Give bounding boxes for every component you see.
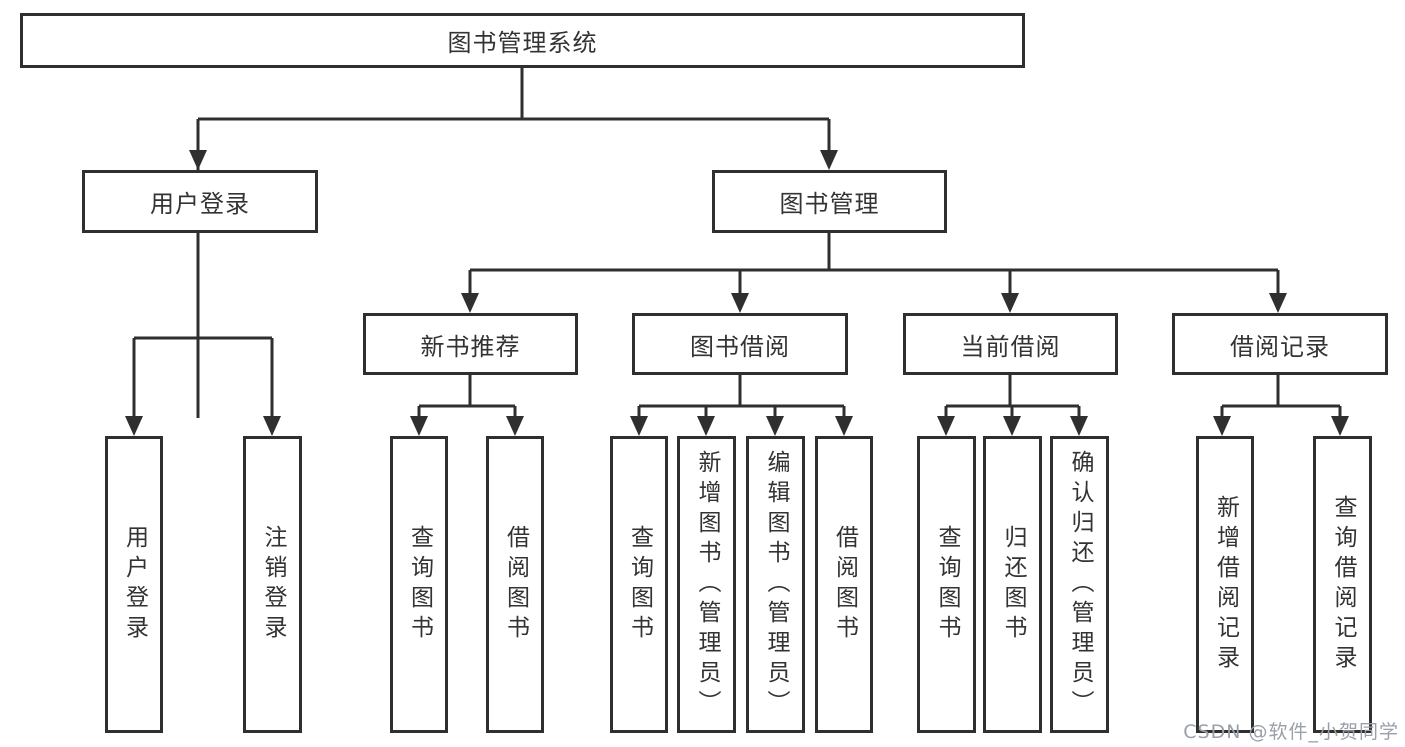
node-label: 借阅记录 — [1230, 332, 1330, 361]
leaf-label: 借阅图书 — [502, 524, 529, 645]
node-library-system-root: 图书管理系统 — [20, 13, 1025, 68]
leaf-label: 确认归还（管理员） — [1067, 449, 1093, 720]
node-borrow-record: 借阅记录 — [1172, 313, 1388, 375]
arrowhead-icon — [835, 416, 853, 436]
node-label: 图书管理 — [779, 190, 880, 218]
node-label: 新书推荐 — [420, 332, 521, 361]
leaf-query-book-3: 查询图书 — [917, 436, 976, 733]
arrowhead-icon — [697, 416, 715, 436]
node-label: 图书管理系统 — [447, 29, 598, 57]
arrowhead-icon — [1001, 293, 1019, 313]
leaf-add-book-admin: 新增图书（管理员） — [677, 436, 736, 733]
leaf-label: 新增图书（管理员） — [694, 449, 720, 720]
leaf-add-borrow-record: 新增借阅记录 — [1196, 436, 1254, 733]
arrowhead-icon — [1213, 416, 1231, 436]
arrowhead-icon — [1331, 416, 1349, 436]
leaf-query-book-1: 查询图书 — [390, 436, 448, 733]
node-label: 图书借阅 — [690, 332, 790, 361]
leaf-borrow-book-1: 借阅图书 — [486, 436, 544, 733]
arrowhead-icon — [461, 293, 479, 313]
leaf-label: 新增借阅记录 — [1212, 494, 1239, 675]
leaf-label: 编辑图书（管理员） — [763, 449, 789, 720]
node-new-book-recommend: 新书推荐 — [363, 313, 578, 375]
connector-new-book-group — [417, 375, 517, 418]
arrowhead-icon — [189, 150, 207, 170]
node-book-management: 图书管理 — [712, 170, 947, 233]
arrowhead-icon — [506, 416, 524, 436]
leaf-user-login: 用户登录 — [105, 436, 163, 733]
leaf-borrow-book-2: 借阅图书 — [815, 436, 873, 733]
arrowhead-icon — [263, 416, 281, 436]
connector-current-borrow-group — [944, 375, 1081, 418]
node-label: 用户登录 — [150, 190, 250, 218]
arrowhead-icon — [1003, 416, 1021, 436]
node-current-borrow: 当前借阅 — [903, 313, 1118, 375]
leaf-label: 归还图书 — [1000, 524, 1026, 645]
connector-book-mgmt-group — [468, 233, 1280, 298]
node-user-login: 用户登录 — [82, 170, 318, 233]
connector-root-to-level2 — [196, 68, 831, 418]
arrowhead-icon — [1070, 416, 1088, 436]
csdn-watermark: CSDN @软件_小贺同学 — [1183, 721, 1399, 743]
leaf-query-book-2: 查询图书 — [610, 436, 668, 733]
connector-root-stems — [196, 119, 831, 156]
arrowhead-icon — [731, 293, 749, 313]
leaf-edit-book-admin: 编辑图书（管理员） — [746, 436, 805, 733]
leaf-logout: 注销登录 — [243, 436, 302, 733]
leaf-label: 用户登录 — [121, 524, 148, 645]
leaf-confirm-return-admin: 确认归还（管理员） — [1050, 436, 1109, 733]
leaf-return-book: 归还图书 — [983, 436, 1042, 733]
leaf-label: 借阅图书 — [831, 524, 858, 645]
node-label: 当前借阅 — [960, 332, 1061, 361]
connector-user-login-group — [132, 233, 274, 418]
leaf-label: 查询图书 — [934, 524, 960, 645]
arrowhead-icon — [630, 416, 648, 436]
arrowhead-icon — [410, 416, 428, 436]
arrowhead-icon — [937, 416, 955, 436]
arrowhead-icon — [766, 416, 784, 436]
connector-borrow-record-group — [1220, 375, 1342, 418]
leaf-label: 查询图书 — [406, 524, 433, 645]
arrowhead-icon — [1269, 293, 1287, 313]
node-book-borrow: 图书借阅 — [632, 313, 848, 375]
leaf-label: 查询借阅记录 — [1330, 494, 1356, 675]
leaf-label: 查询图书 — [626, 524, 653, 645]
leaf-query-borrow-record: 查询借阅记录 — [1313, 436, 1372, 733]
leaf-label: 注销登录 — [260, 524, 286, 645]
arrowhead-icon — [125, 416, 143, 436]
connector-book-borrow-group — [637, 375, 846, 418]
arrowhead-icon — [820, 150, 838, 170]
